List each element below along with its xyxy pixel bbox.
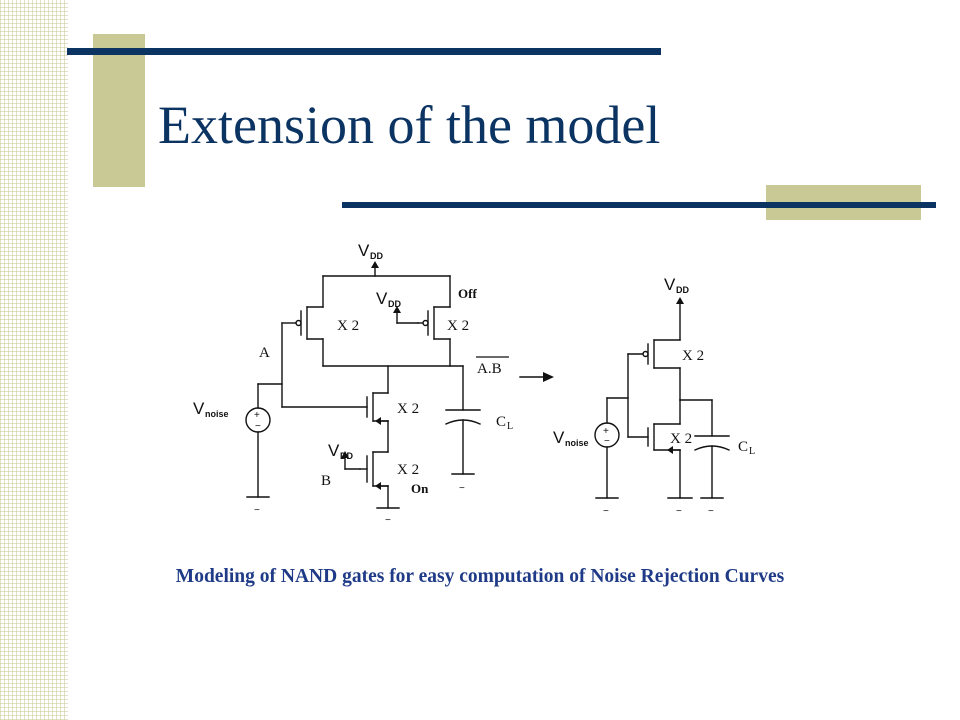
right-vdd-sub: DD bbox=[676, 285, 689, 295]
bottom-rule bbox=[342, 202, 936, 208]
right-source-plus: + bbox=[603, 426, 609, 437]
node-b-label: B bbox=[321, 473, 331, 489]
p1-width-label: X 2 bbox=[337, 318, 359, 334]
left-vdd-main-sub: DD bbox=[370, 251, 383, 261]
right-ground-mark-3: − bbox=[708, 506, 714, 517]
left-ground-mark: − bbox=[254, 505, 260, 516]
output-label: A.B bbox=[477, 361, 502, 377]
on-label: On bbox=[411, 481, 429, 496]
right-vnoise-label: V bbox=[553, 428, 565, 447]
right-vdd-label: V bbox=[664, 275, 676, 294]
left-cap-label: C bbox=[496, 414, 506, 430]
left-vnoise-sub: noise bbox=[205, 409, 229, 419]
left-vdd-b-sub: DD bbox=[340, 451, 353, 461]
left-source-plus: + bbox=[254, 410, 260, 421]
right-ground-mark: − bbox=[603, 506, 609, 517]
left-vdd-p2-sub: DD bbox=[388, 299, 401, 309]
right-circuit-wires bbox=[594, 297, 730, 499]
off-label: Off bbox=[458, 286, 477, 301]
right-p-width-label: X 2 bbox=[682, 348, 704, 364]
right-n-width-label: X 2 bbox=[670, 431, 692, 447]
left-ground-mark-2: − bbox=[385, 515, 391, 526]
n1-width-label: X 2 bbox=[397, 401, 419, 417]
left-vdd-b-label: V bbox=[328, 441, 340, 460]
left-vdd-p2-label: V bbox=[376, 289, 388, 308]
p2-width-label: X 2 bbox=[447, 318, 469, 334]
left-texture-stripe bbox=[0, 0, 68, 720]
slide-caption: Modeling of NAND gates for easy computat… bbox=[175, 566, 785, 587]
right-cap-sub: L bbox=[749, 446, 755, 457]
node-a-label: A bbox=[259, 345, 270, 361]
right-source-minus: − bbox=[604, 436, 610, 447]
left-source-minus: − bbox=[255, 421, 261, 432]
n2-width-label: X 2 bbox=[397, 462, 419, 478]
left-cap-sub: L bbox=[507, 421, 513, 432]
left-circuit-wires bbox=[245, 261, 554, 509]
left-vnoise-label: V bbox=[193, 399, 205, 418]
left-ground-mark-3: − bbox=[459, 483, 465, 494]
right-cap-label: C bbox=[738, 439, 748, 455]
slide-title: Extension of the model bbox=[158, 95, 661, 155]
left-vdd-main-label: V bbox=[358, 241, 370, 260]
title-olive-block bbox=[93, 34, 145, 187]
right-ground-mark-2: − bbox=[676, 506, 682, 517]
right-vnoise-sub: noise bbox=[565, 438, 589, 448]
top-rule bbox=[67, 48, 661, 55]
